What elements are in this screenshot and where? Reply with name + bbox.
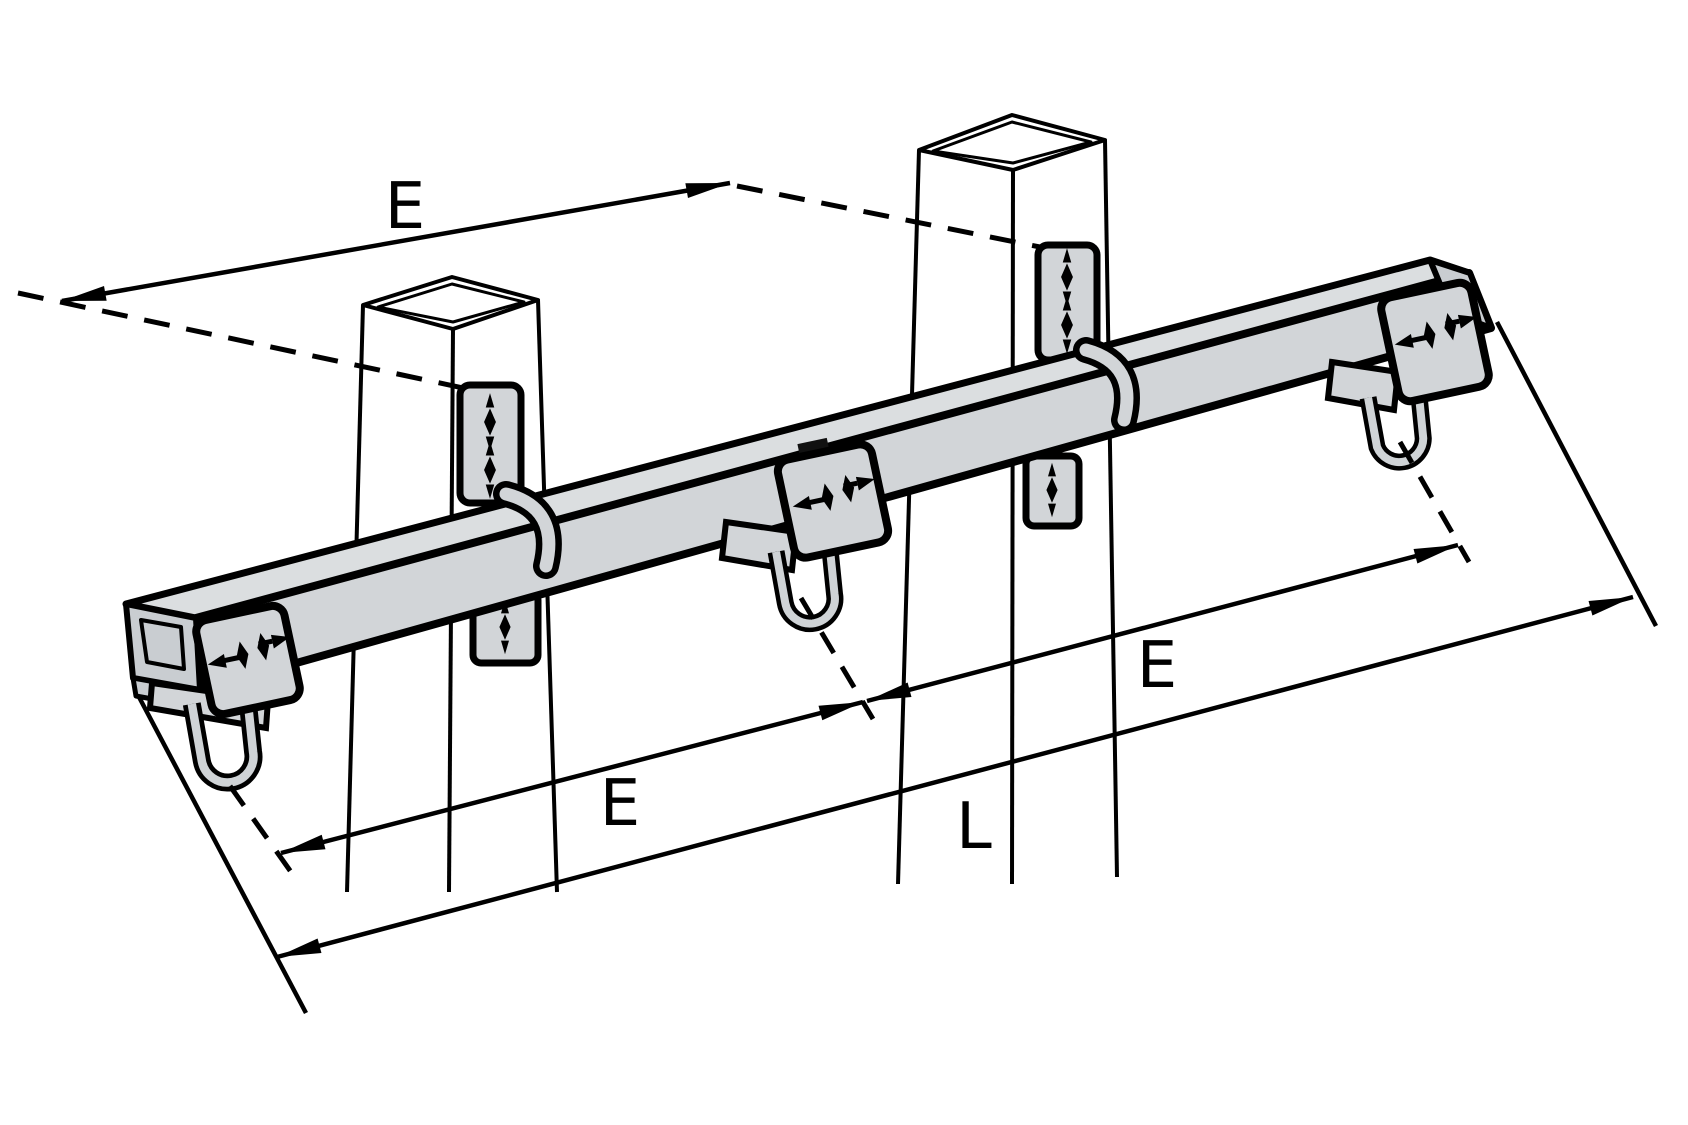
trolley-left-plate (192, 601, 304, 719)
clamp-strap-right-post-fill (1079, 343, 1134, 427)
post-right-edge-front (1010, 169, 1015, 885)
post-right-top-inner-rim (931, 120, 1093, 165)
dim-top-extension-left (17, 290, 469, 392)
post-right-edge-right (1103, 139, 1119, 878)
dim-right-extension-shackle (1397, 440, 1472, 564)
dim-left-line (280, 699, 864, 856)
dimension-labels: E E E L (385, 170, 1177, 864)
dim-label-right-e: E (1137, 629, 1177, 703)
dim-label-left-e: E (600, 767, 640, 841)
dim-length-line (276, 594, 1634, 960)
post-clamp-straps (493, 337, 1140, 579)
trolley-right-saddle (1324, 358, 1402, 414)
trolley-left-shackle (182, 693, 263, 792)
trolley-middle-plate (773, 440, 893, 562)
shackle-body (1364, 388, 1428, 467)
dim-top-line (61, 180, 731, 304)
trolley-right-plate (1377, 278, 1493, 406)
dimension-lines (17, 180, 1658, 1015)
beam-left-end-hollow (139, 618, 186, 671)
trolley-right (1324, 278, 1493, 471)
clamp-strap-left-post-fill (499, 487, 556, 573)
post-right-edge-left (896, 149, 921, 885)
post-right (896, 113, 1119, 885)
dim-left-extension-shackle (227, 784, 299, 881)
dim-length-extension-right (1495, 320, 1658, 628)
dim-label-top-e: E (385, 170, 425, 244)
trolley-right-shackle (1359, 387, 1432, 471)
dim-length-extension-left (137, 695, 308, 1015)
shackle-body (187, 693, 258, 787)
beam-top-face (122, 256, 1473, 622)
dim-label-length-l: L (956, 790, 992, 864)
dim-top-extension-right (736, 183, 1041, 250)
